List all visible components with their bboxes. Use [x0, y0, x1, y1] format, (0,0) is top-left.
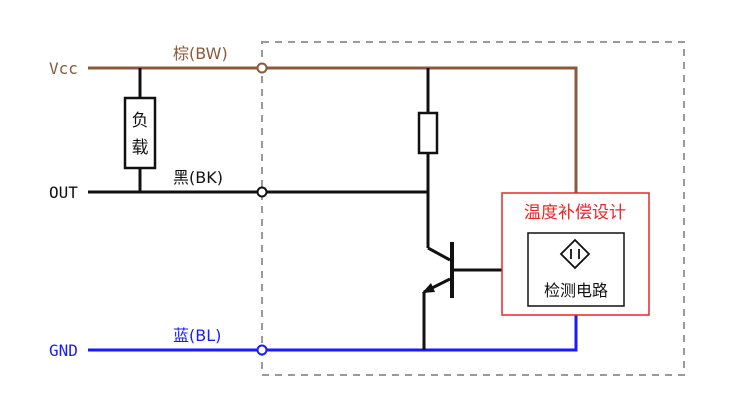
vcc-terminal: [256, 62, 268, 74]
gnd-label: GND: [49, 341, 78, 360]
sensor-diamond-icon: [559, 238, 591, 270]
load-box: [123, 96, 157, 170]
out-terminal: [256, 186, 268, 198]
load-label-2: 载: [132, 138, 149, 158]
emitter-arrow-icon: [422, 283, 435, 293]
out-label: OUT: [49, 183, 78, 202]
detection-box: [527, 232, 625, 307]
vcc-wire: [88, 66, 578, 193]
gnd-wire: [88, 315, 578, 352]
brown-wire-label: 棕(BW): [173, 44, 228, 63]
sensor-housing-outline: [261, 41, 685, 376]
pullup-resistor: [417, 111, 439, 155]
detection-label: 检测电路: [544, 281, 608, 300]
load-label-1: 负: [132, 111, 149, 131]
blue-wire-label: 蓝(BL): [173, 326, 221, 345]
vcc-label: Vcc: [49, 59, 78, 78]
collector-lead: [427, 246, 451, 262]
compensation-label: 温度补偿设计: [524, 203, 626, 223]
black-wire-label: 黑(BK): [173, 168, 223, 187]
gnd-terminal: [256, 344, 268, 356]
